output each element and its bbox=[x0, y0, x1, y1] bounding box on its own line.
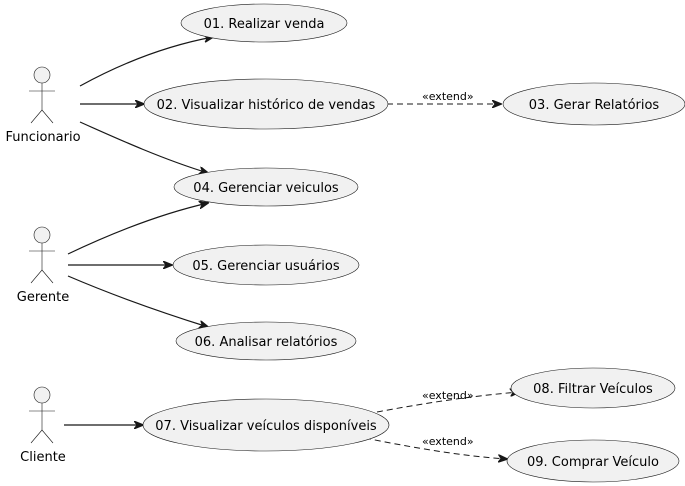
extend-label-uc07-uc09: «extend» bbox=[422, 435, 474, 448]
actor-cliente-head-icon bbox=[33, 386, 51, 404]
use-case-07: 07. Visualizar veículos disponíveis bbox=[142, 398, 390, 452]
use-case-09: 09. Comprar Veículo bbox=[506, 439, 680, 483]
use-case-09-label: 09. Comprar Veículo bbox=[527, 455, 659, 470]
use-case-03: 03. Gerar Relatórios bbox=[502, 82, 685, 126]
actor-funcionario-head-icon bbox=[33, 66, 51, 84]
assoc-gerente-uc06 bbox=[67, 275, 208, 327]
use-case-04-label: 04. Gerenciar veiculos bbox=[193, 181, 339, 196]
use-case-02: 02. Visualizar histórico de vendas bbox=[143, 78, 389, 130]
actor-cliente: Cliente bbox=[20, 386, 66, 465]
use-case-05-label: 05. Gerenciar usuários bbox=[192, 259, 340, 274]
extend-label-uc07-uc08: «extend» bbox=[422, 389, 474, 402]
use-case-01-label: 01. Realizar venda bbox=[204, 17, 325, 32]
use-case-03-label: 03. Gerar Relatórios bbox=[529, 98, 660, 113]
use-case-06: 06. Analisar relatórios bbox=[175, 321, 357, 361]
use-case-08-label: 08. Filtrar Veículos bbox=[533, 382, 653, 397]
actor-gerente-head-icon bbox=[33, 226, 51, 244]
use-case-04: 04. Gerenciar veiculos bbox=[173, 167, 359, 207]
assoc-gerente-uc04 bbox=[67, 203, 208, 255]
use-case-08: 08. Filtrar Veículos bbox=[510, 367, 676, 409]
use-case-02-label: 02. Visualizar histórico de vendas bbox=[157, 98, 376, 113]
use-case-05: 05. Gerenciar usuários bbox=[172, 244, 360, 286]
actor-gerente: Gerente bbox=[17, 226, 69, 305]
extend-uc07-uc08 bbox=[376, 392, 519, 413]
extend-label-uc02-uc03: «extend» bbox=[422, 90, 474, 103]
use-case-06-label: 06. Analisar relatórios bbox=[195, 335, 338, 350]
actor-funcionario-label: Funcionario bbox=[5, 130, 80, 145]
assoc-funcionario-uc01 bbox=[79, 37, 213, 87]
actor-cliente-label: Cliente bbox=[20, 450, 66, 465]
use-case-01: 01. Realizar venda bbox=[180, 3, 348, 43]
use-case-07-label: 07. Visualizar veículos disponíveis bbox=[155, 419, 377, 434]
actor-funcionario: Funcionario bbox=[5, 66, 81, 145]
actor-gerente-label: Gerente bbox=[17, 290, 69, 305]
extend-uc07-uc09 bbox=[364, 437, 507, 459]
assoc-funcionario-uc04 bbox=[79, 121, 208, 173]
